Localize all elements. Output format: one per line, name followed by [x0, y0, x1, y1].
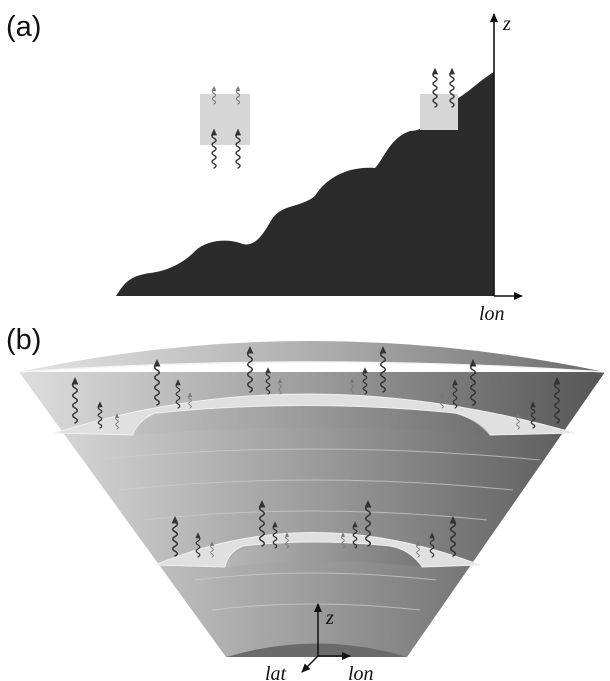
terrain-slope	[116, 72, 494, 296]
wave-arrow-icon	[448, 67, 456, 108]
wave-arrow-icon	[171, 516, 179, 557]
cone-body	[19, 372, 605, 657]
panel-a-label: (a)	[6, 11, 41, 43]
wave-arrow-icon	[211, 85, 217, 105]
wave-arrow-icon	[362, 367, 368, 395]
z-axis-label-a: z	[502, 13, 511, 35]
lower-terrace	[154, 532, 481, 568]
wave-arrow-icon	[195, 532, 201, 558]
wave-arrow-icon	[349, 378, 355, 395]
upper-terrace-hole	[133, 406, 490, 435]
lat-axis-b	[301, 655, 319, 673]
air-parcel-free	[200, 94, 250, 145]
cone-top-rim	[18, 361, 606, 373]
wave-arrow-icon	[452, 379, 458, 409]
lon-axis-label-a: lon	[479, 303, 505, 325]
wave-arrow-icon	[515, 413, 521, 430]
panel-a: (a) z lon	[6, 11, 523, 325]
wave-arrow-icon	[277, 378, 283, 395]
upper-terrace	[54, 393, 576, 436]
wave-arrow-icon	[272, 521, 278, 549]
wave-arrow-icon	[97, 401, 103, 429]
wave-arrow-icon	[352, 521, 358, 549]
lower-terrace-hole	[225, 542, 422, 567]
wave-arrow-icon	[175, 379, 181, 409]
wave-arrow-icon	[265, 367, 271, 395]
wave-arrow-icon	[431, 67, 439, 108]
wave-arrow-icon	[340, 532, 346, 549]
wave-arrow-icon	[449, 516, 457, 557]
wave-arrow-icon	[258, 500, 266, 547]
wave-arrow-icon	[364, 500, 372, 547]
wave-arrow-icon	[379, 346, 387, 393]
wave-arrow-icon	[187, 392, 193, 409]
wave-arrow-icon	[234, 128, 242, 169]
cone-bottom-cap	[226, 643, 407, 657]
wave-arrow-icon	[210, 128, 218, 169]
wave-group-b	[71, 346, 561, 558]
wave-arrow-icon	[246, 346, 254, 393]
wave-arrow-icon	[153, 359, 161, 406]
panel-b: (b) z lat lon	[6, 324, 606, 681]
air-parcel-surface	[420, 94, 458, 130]
wave-arrow-icon	[429, 532, 435, 558]
lat-axis-label-b: lat	[265, 663, 287, 681]
wave-arrow-icon	[553, 377, 561, 424]
lon-axis-label-b: lon	[348, 663, 374, 681]
wave-arrow-icon	[114, 413, 120, 430]
wave-arrow-icon	[71, 377, 79, 424]
panel-b-label: (b)	[6, 324, 41, 356]
cone-grid-lines	[91, 448, 541, 611]
wave-arrow-icon	[439, 392, 445, 409]
wave-arrow-icon	[469, 359, 477, 406]
z-axis-label-b: z	[325, 607, 334, 629]
wave-arrow-icon	[235, 85, 241, 105]
wave-arrow-icon	[415, 541, 421, 558]
wave-arrow-icon	[530, 401, 536, 429]
wave-group-a	[210, 67, 456, 169]
wave-arrow-icon	[284, 532, 290, 549]
wave-arrow-icon	[209, 541, 215, 558]
